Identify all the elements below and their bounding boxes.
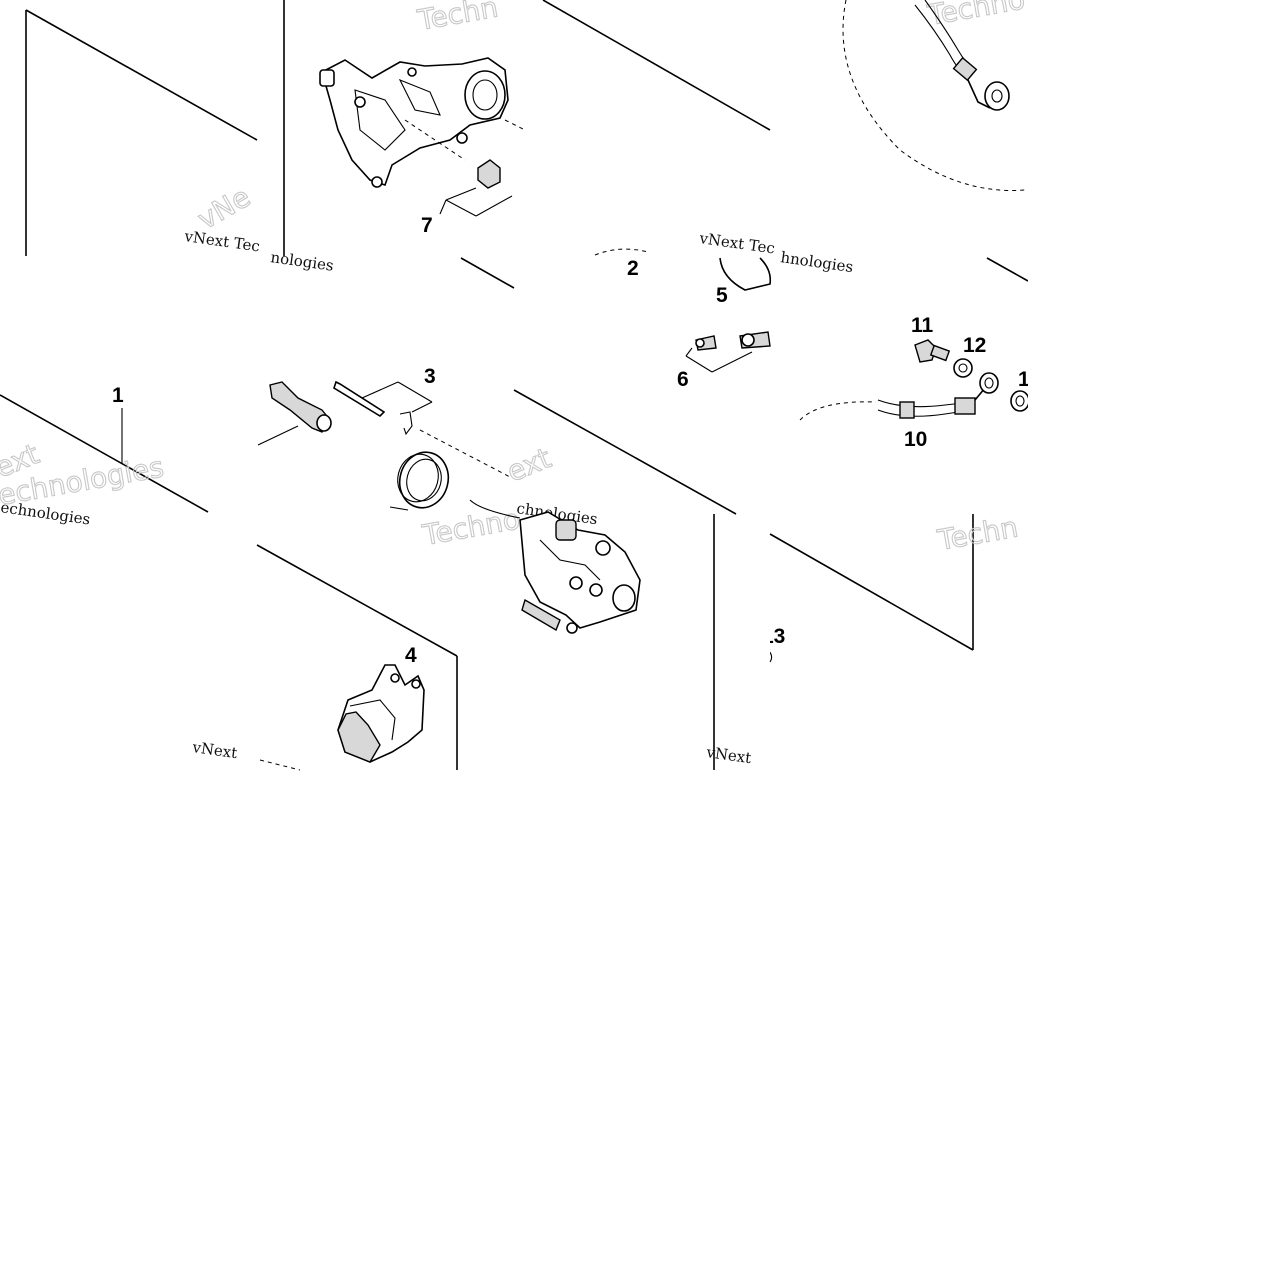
callout-5: 5	[716, 284, 728, 307]
watermark-text: nologies	[269, 248, 334, 275]
brake-hose-lower	[799, 339, 1030, 421]
watermark-text: vNext Tec	[182, 227, 261, 256]
brake-hose-top	[842, 0, 1026, 191]
watermark-text: vNext	[704, 743, 752, 767]
slide-pins	[257, 380, 513, 479]
callout-10: 10	[904, 428, 927, 451]
piston-seal	[389, 451, 450, 511]
callout-2: 2	[627, 257, 639, 280]
caliper-bracket	[319, 57, 526, 188]
clip-mask	[757, 620, 770, 660]
watermark-text: Techno	[925, 0, 1028, 32]
watermark-text: vNext	[190, 738, 238, 762]
callout-3: 3	[424, 365, 436, 388]
bracket-boot	[439, 159, 513, 217]
watermark-text: vNext Tec	[697, 229, 776, 258]
outlined-watermarks: Techn Techno Techno Techn echnologies ex…	[0, 0, 1028, 558]
tile-frame-lines	[0, 0, 1029, 770]
watermark-text: Techno	[420, 502, 523, 552]
bleeder-parts	[594, 248, 772, 373]
watermark-text: ext	[502, 441, 555, 488]
callout-1-clipped: 1	[1018, 368, 1030, 391]
watermark-text: hnologies	[779, 248, 854, 276]
caliper-body	[469, 499, 641, 634]
bottom-blank-area	[0, 771, 1285, 1285]
brake-pad	[337, 664, 425, 763]
watermark-text: Techn	[935, 510, 1021, 557]
misc-marks	[259, 649, 773, 771]
callout-7: 7	[421, 214, 433, 237]
callout-1: 1	[112, 384, 124, 407]
callout-11: 11	[911, 314, 934, 337]
watermark-text: Techn	[415, 0, 501, 37]
watermark-text: vNe	[192, 180, 256, 236]
callout-4: 4	[405, 644, 417, 667]
callout-6: 6	[677, 368, 689, 391]
callout-12: 12	[963, 334, 986, 357]
